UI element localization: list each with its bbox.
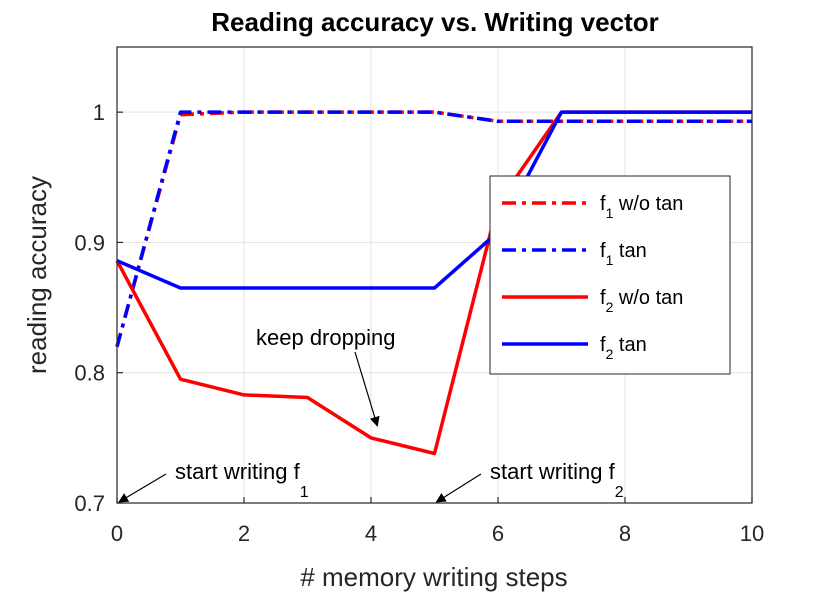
y-tick-label: 0.8 xyxy=(74,361,105,386)
series-layer xyxy=(115,110,752,456)
legend-label-1: f1 w/o tan xyxy=(600,193,683,221)
x-tick-label: 4 xyxy=(365,521,377,546)
annotation-start-writing-f1: start writing f1 xyxy=(175,459,309,501)
annotation-arrow xyxy=(118,473,167,503)
y-tick-label: 0.7 xyxy=(74,491,105,516)
legend-label-3: f2 w/o tan xyxy=(600,287,683,315)
legend: f1 w/o tan f1 tan f2 w/o tan f2 tan xyxy=(489,175,731,375)
x-tick-label: 6 xyxy=(492,521,504,546)
annotations: keep dropping start writing f1 start writi… xyxy=(118,325,624,503)
annotation-start-writing-f2: start writing f2 xyxy=(490,459,624,501)
annotation-arrow xyxy=(354,351,380,427)
series-line-1 xyxy=(115,110,752,348)
x-tick-label: 8 xyxy=(619,521,631,546)
legend-label-4: f2 tan xyxy=(600,334,647,362)
plot-area xyxy=(116,46,753,504)
x-tick-label: 10 xyxy=(740,521,764,546)
ticks: 0 2 4 6 8 10 0.7 0.8 0.9 1 xyxy=(74,100,764,546)
chart-title: Reading accuracy vs. Writing vector xyxy=(211,7,658,37)
x-tick-label: 2 xyxy=(238,521,250,546)
y-tick-label: 0.9 xyxy=(74,230,105,255)
y-tick-label: 1 xyxy=(93,100,105,125)
annotation-keep-dropping: keep dropping xyxy=(256,325,395,350)
legend-box xyxy=(489,175,731,375)
series-line-4 xyxy=(116,110,752,290)
y-axis-label: reading accuracy xyxy=(22,176,52,374)
legend-label-2: f1 tan xyxy=(600,240,647,268)
annotation-arrow xyxy=(435,473,482,503)
x-axis-label: # memory writing steps xyxy=(300,562,567,592)
x-tick-label: 0 xyxy=(111,521,123,546)
